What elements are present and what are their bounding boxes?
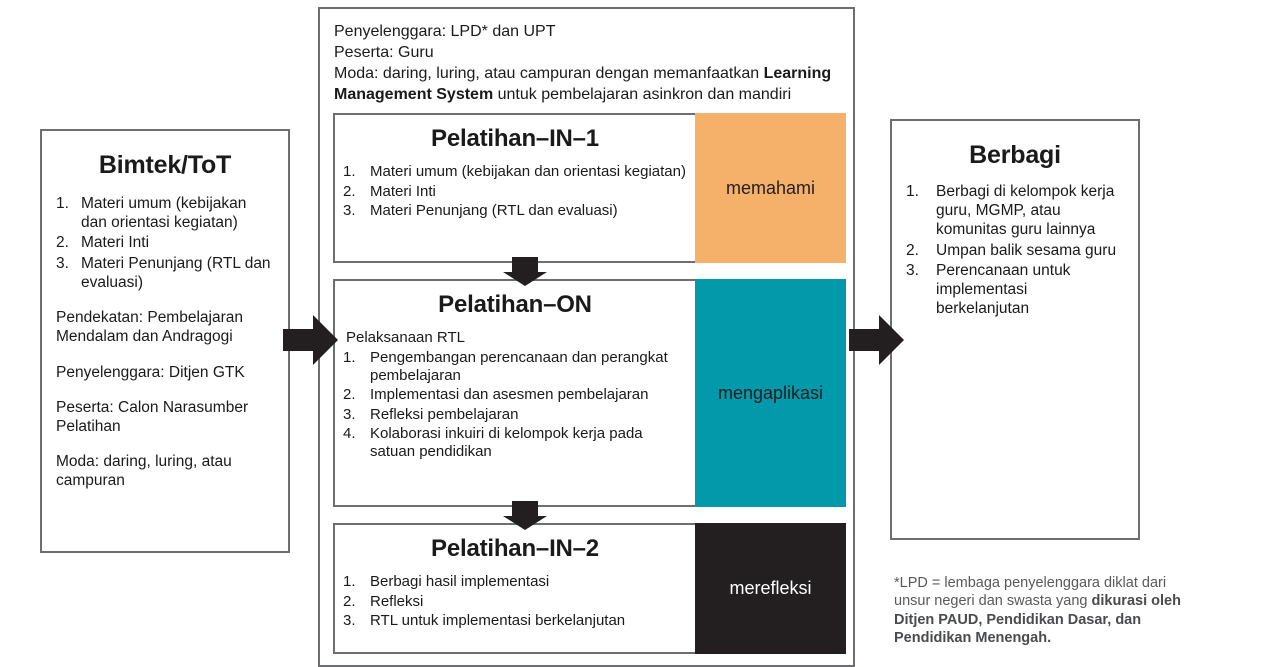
- stage-in1-list: 1. Materi umum (kebijakan dan orientasi …: [343, 163, 687, 220]
- list-item: 2. Materi Inti: [56, 233, 274, 252]
- bimtek-penyelenggara: Penyelenggara: Ditjen GTK: [56, 363, 245, 381]
- pelatihan-container: Penyelenggara: LPD* dan UPT Peserta: Gur…: [318, 7, 855, 667]
- header-penyelenggara: Penyelenggara: LPD* dan UPT: [334, 23, 556, 40]
- stage-on-content: Pelatihan–ON Pelaksanaan RTL 1. Pengemba…: [335, 281, 695, 505]
- list-number: 1.: [906, 183, 919, 200]
- list-number: 4.: [343, 424, 356, 442]
- list-number: 2.: [906, 241, 919, 259]
- list-item: 1. Materi umum (kebijakan dan orientasi …: [343, 163, 687, 181]
- stage-on-lead: Pelaksanaan RTL: [346, 329, 465, 347]
- pelatihan-header: Penyelenggara: LPD* dan UPT Peserta: Gur…: [334, 21, 844, 105]
- bimtek-moda: Moda: daring, luring, atau campuran: [56, 453, 232, 490]
- list-item: 1. Berbagi di kelompok kerja guru, MGMP,…: [906, 182, 1124, 240]
- list-item: 2. Implementasi dan asesmen pembelajaran: [343, 386, 687, 404]
- stage-on-badge: mengaplikasi: [695, 279, 846, 508]
- header-moda-a: Moda: daring, luring, atau campuran deng…: [334, 65, 764, 83]
- berbagi-box: Berbagi 1. Berbagi di kelompok kerja gur…: [890, 119, 1140, 540]
- stage-pelatihan-in-1: Pelatihan–IN–1 1. Materi umum (kebijakan…: [333, 113, 846, 287]
- berbagi-title: Berbagi: [969, 141, 1061, 169]
- lpd-footnote: *LPD = lembaga penyelenggara diklat dari…: [894, 574, 1194, 648]
- list-item: 3. Materi Penunjang (RTL dan evaluasi): [343, 202, 687, 220]
- list-text: Kolaborasi inkuiri di kelompok kerja pad…: [370, 424, 643, 461]
- list-item: 2. Umpan balik sesama guru: [906, 241, 1124, 260]
- list-number: 3.: [56, 254, 69, 272]
- list-number: 2.: [343, 592, 356, 610]
- stage-pelatihan-on: Pelatihan–ON Pelaksanaan RTL 1. Pengemba…: [333, 279, 846, 531]
- right-arrow-icon: [283, 313, 339, 367]
- list-item: 3. RTL untuk implementasi berkelanjutan: [343, 612, 687, 630]
- list-item: 3. Materi Penunjang (RTL dan evaluasi): [56, 254, 274, 292]
- list-number: 1.: [343, 348, 356, 366]
- list-text: Perencanaan untuk implementasi berkelanj…: [936, 261, 1071, 318]
- stage-pelatihan-in-2: Pelatihan–IN–2 1. Berbagi hasil implemen…: [333, 523, 846, 655]
- list-text: Berbagi di kelompok kerja guru, MGMP, at…: [936, 183, 1115, 239]
- list-text: Materi umum (kebijakan dan orientasi keg…: [81, 195, 247, 232]
- down-arrow-icon: [502, 501, 548, 531]
- header-moda-b: untuk pembelajaran asinkron dan mandiri: [493, 86, 792, 104]
- berbagi-list: 1. Berbagi di kelompok kerja guru, MGMP,…: [906, 182, 1124, 319]
- stage-on-title: Pelatihan–ON: [438, 291, 592, 319]
- stage-in2-badge: merefleksi: [695, 523, 846, 655]
- footnote-bold: dikurasi oleh Ditjen PAUD, Pendidikan Da…: [894, 593, 1181, 647]
- bimtek-tot-title: Bimtek/ToT: [98, 151, 232, 179]
- list-item: 2. Materi Inti: [343, 183, 687, 201]
- list-number: 2.: [56, 234, 69, 252]
- header-peserta: Peserta: Guru: [334, 44, 434, 62]
- stage-in2-content: Pelatihan–IN–2 1. Berbagi hasil implemen…: [335, 525, 695, 652]
- stage-in2-title: Pelatihan–IN–2: [431, 535, 599, 563]
- stage-in1-title: Pelatihan–IN–1: [431, 125, 599, 153]
- list-number: 1.: [343, 163, 356, 181]
- list-number: 2.: [343, 182, 356, 200]
- list-number: 3.: [343, 405, 356, 423]
- list-text: Umpan balik sesama guru: [936, 241, 1117, 259]
- list-text: Refleksi pembelajaran: [370, 405, 519, 423]
- list-text: Berbagi hasil implementasi: [370, 573, 550, 591]
- right-arrow-icon: [849, 313, 905, 367]
- list-text: Materi umum (kebijakan dan orientasi keg…: [370, 163, 686, 181]
- list-number: 1.: [56, 195, 69, 212]
- list-item: 3. Refleksi pembelajaran: [343, 406, 687, 424]
- list-text: Implementasi dan asesmen pembelajaran: [370, 386, 649, 404]
- list-number: 3.: [906, 261, 919, 279]
- list-text: RTL untuk implementasi berkelanjutan: [370, 612, 626, 630]
- list-item: 1. Berbagi hasil implementasi: [343, 573, 687, 591]
- stage-on-list: 1. Pengembangan perencanaan dan perangka…: [343, 349, 687, 462]
- list-text: Pengembangan perencanaan dan perangkat p…: [370, 348, 668, 385]
- list-text: Materi Penunjang (RTL dan evaluasi): [81, 254, 271, 291]
- list-item: 3. Perencanaan untuk implementasi berkel…: [906, 261, 1124, 319]
- bimtek-pendekatan: Pendekatan: Pembelajaran Mendalam dan An…: [56, 309, 243, 346]
- list-item: 1. Pengembangan perencanaan dan perangka…: [343, 349, 687, 386]
- down-arrow-icon: [502, 257, 548, 287]
- list-item: 4. Kolaborasi inkuiri di kelompok kerja …: [343, 425, 687, 462]
- stage-in1-badge: memahami: [695, 113, 846, 264]
- list-text: Materi Inti: [370, 182, 436, 200]
- footnote-plain: *LPD = lembaga penyelenggara diklat dari…: [894, 575, 1167, 610]
- stage-in1-content: Pelatihan–IN–1 1. Materi umum (kebijakan…: [335, 115, 695, 261]
- list-text: Materi Penunjang (RTL dan evaluasi): [370, 202, 618, 220]
- list-text: Materi Inti: [81, 234, 150, 252]
- list-number: 2.: [343, 386, 356, 404]
- list-number: 1.: [343, 573, 356, 591]
- list-number: 3.: [343, 612, 356, 630]
- list-item: 2. Refleksi: [343, 593, 687, 611]
- header-lms: Learning Management System: [334, 65, 832, 104]
- bimtek-tot-list: 1. Materi umum (kebijakan dan orientasi …: [56, 194, 274, 292]
- bimtek-peserta: Peserta: Calon Narasumber Pelatihan: [56, 398, 249, 435]
- bimtek-tot-box: Bimtek/ToT 1. Materi umum (kebijakan dan…: [40, 129, 290, 553]
- list-item: 1. Materi umum (kebijakan dan orientasi …: [56, 194, 274, 232]
- list-text: Refleksi: [370, 592, 424, 610]
- stage-in2-list: 1. Berbagi hasil implementasi 2. Refleks…: [343, 573, 687, 630]
- list-number: 3.: [343, 202, 356, 220]
